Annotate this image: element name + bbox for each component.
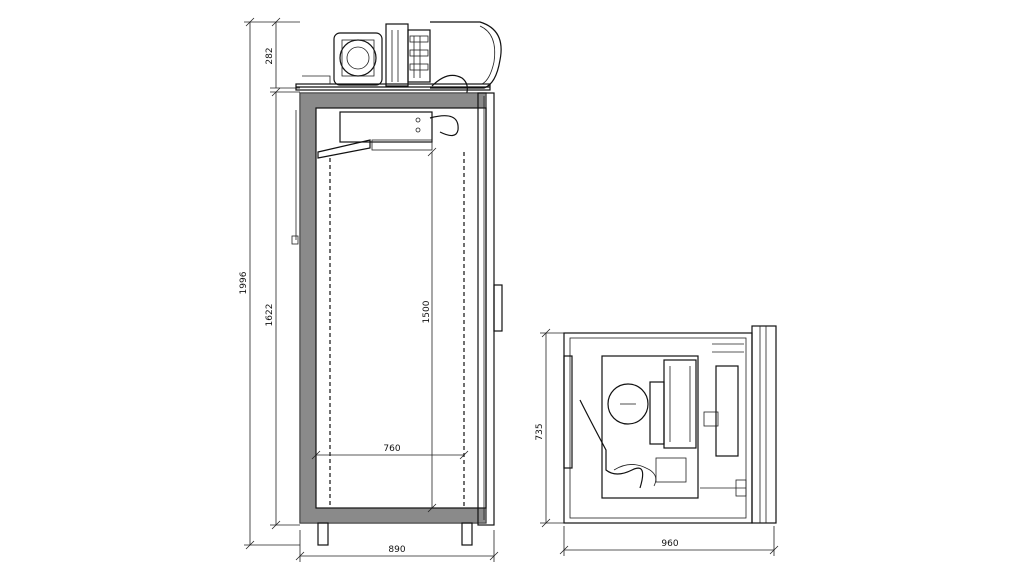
top-view-body (563, 325, 777, 524)
cabinet-body (291, 92, 503, 546)
dim-top-unit-height: 282 (265, 47, 275, 64)
dim-cabinet-height: 1622 (265, 304, 275, 327)
top-refrigeration-unit (295, 21, 502, 97)
dim-inner-width: 760 (383, 444, 400, 454)
dim-total-width: 890 (388, 545, 405, 555)
front-view: 1996 1622 282 (239, 17, 503, 562)
dim-total-height: 1996 (239, 271, 249, 294)
vertical-dimension-lines (244, 17, 300, 550)
dim-shelf-height: 1500 (422, 300, 432, 323)
dim-width: 960 (661, 539, 678, 549)
dim-depth: 735 (535, 423, 545, 440)
top-view: 735 960 (535, 325, 779, 556)
